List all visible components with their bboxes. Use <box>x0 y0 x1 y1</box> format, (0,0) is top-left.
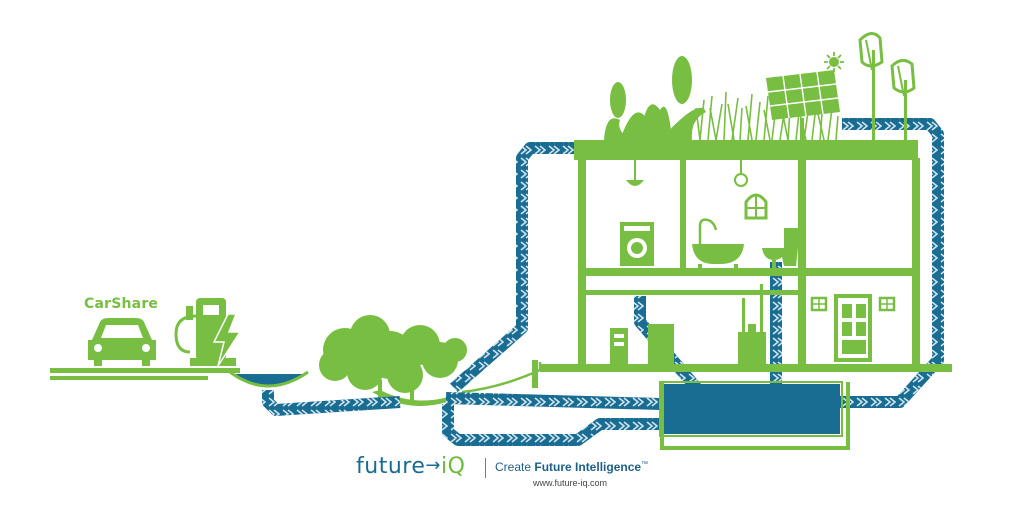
ev-charger-icon <box>174 298 236 366</box>
footer: future→iQ Create Future Intelligence™ ww… <box>0 452 1024 502</box>
corn-icon <box>604 56 706 140</box>
logo-iq-text: iQ <box>440 454 466 479</box>
tagline: Create Future Intelligence™ <box>495 460 648 474</box>
toilet-icon <box>780 228 798 266</box>
window-icon <box>810 296 896 312</box>
street <box>50 368 240 380</box>
solar-panel-icon <box>766 70 840 140</box>
logo-divider <box>485 458 486 478</box>
water-heater-icon <box>610 324 674 366</box>
logo-arrow-icon: → <box>425 455 441 476</box>
door-icon <box>834 294 872 362</box>
washing-machine-icon <box>620 222 654 266</box>
tank-icon <box>738 284 766 366</box>
future-iq-logo: future→iQ <box>356 454 465 479</box>
website-link[interactable]: www.future-iq.com <box>533 478 608 488</box>
bathtub-icon <box>692 218 744 268</box>
tagline-bold: Future Intelligence <box>534 460 642 474</box>
car-icon <box>88 318 156 366</box>
sun-icon <box>824 52 844 72</box>
grass-icon <box>695 91 839 141</box>
tagline-tm: ™ <box>641 461 649 468</box>
logo-future-text: future <box>356 454 426 479</box>
house <box>540 140 950 372</box>
window-icon <box>744 193 768 220</box>
sink-icon <box>762 248 786 268</box>
wind-turbine-icon <box>858 32 916 142</box>
tagline-prefix: Create <box>495 460 535 474</box>
lightning-icon <box>212 313 242 367</box>
cistern-icon <box>659 381 850 450</box>
lamp-icon <box>626 160 748 187</box>
carshare-label: CarShare <box>84 296 159 312</box>
tree-icon <box>319 315 467 404</box>
